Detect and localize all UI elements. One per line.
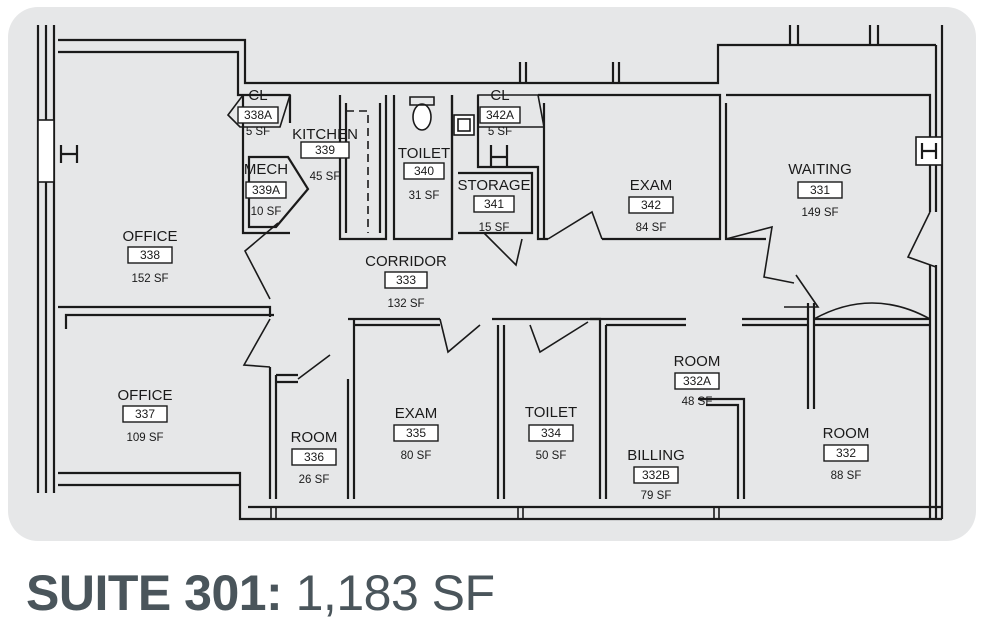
fixtures: [59, 96, 509, 167]
room-area: 149 SF: [801, 207, 838, 219]
room-label-342a: CL 342A 5 SF: [479, 87, 521, 138]
room-name: CL: [490, 87, 509, 104]
room-number-box: [403, 162, 445, 180]
room-area: 45 SF: [310, 171, 341, 183]
room-area: 79 SF: [641, 490, 672, 502]
room-number-box: [127, 246, 173, 264]
room-number-box: [237, 106, 279, 124]
room-label-339a: MECH 339A 10 SF: [244, 161, 288, 218]
room-number: 342: [641, 198, 661, 212]
room-number: 340: [414, 164, 434, 178]
room-area: 152 SF: [131, 273, 168, 285]
room-name: WAITING: [788, 161, 852, 178]
room-label-341: STORAGE 341 15 SF: [457, 177, 530, 234]
room-name: OFFICE: [123, 228, 178, 245]
room-number-box: [291, 448, 337, 466]
room-area: 48 SF: [682, 396, 713, 408]
room-number: 333: [396, 273, 416, 287]
room-label-332: ROOM 332 88 SF: [823, 425, 870, 482]
room-number: 337: [135, 407, 155, 421]
room-number-box: [245, 181, 287, 199]
room-label-333: CORRIDOR 333 132 SF: [365, 253, 447, 310]
room-area: 88 SF: [831, 470, 862, 482]
room-label-331: WAITING 331 149 SF: [788, 161, 852, 219]
room-label-337: OFFICE 337 109 SF: [118, 387, 173, 444]
room-name: TOILET: [398, 145, 450, 162]
room-number-box: [122, 405, 168, 423]
room-name: MECH: [244, 161, 288, 178]
room-name: EXAM: [395, 405, 438, 422]
room-label-335: EXAM 335 80 SF: [393, 405, 439, 462]
room-name: ROOM: [291, 429, 338, 446]
room-label-336: ROOM 336 26 SF: [291, 429, 338, 486]
room-area: 31 SF: [409, 190, 440, 202]
room-area: 84 SF: [636, 222, 667, 234]
room-area: 50 SF: [536, 450, 567, 462]
room-name: STORAGE: [457, 177, 530, 194]
room-name: CL: [248, 87, 267, 104]
room-label-342: EXAM 342 84 SF: [628, 177, 674, 234]
room-number-box: [479, 106, 521, 124]
suite-area: 1,183 SF: [295, 565, 495, 621]
room-number: 338A: [244, 108, 272, 122]
room-area: 10 SF: [251, 206, 282, 218]
room-number-box: [823, 444, 869, 462]
column-mid: [489, 145, 509, 167]
room-number-box: [473, 195, 515, 213]
room-name: ROOM: [823, 425, 870, 442]
room-number-box: [633, 466, 679, 484]
room-number-box: [528, 424, 574, 442]
room-number: 334: [541, 426, 561, 440]
room-number-box: [393, 424, 439, 442]
room-area: 5 SF: [488, 126, 512, 138]
room-name: EXAM: [630, 177, 673, 194]
room-label-338a: CL 338A 5 SF: [237, 87, 279, 138]
room-area: 26 SF: [299, 474, 330, 486]
room-name: KITCHEN: [292, 126, 358, 143]
room-number-box: [628, 196, 674, 214]
room-number: 332: [836, 446, 856, 460]
column-left-h: [59, 145, 79, 163]
room-label-334: TOILET 334 50 SF: [525, 404, 577, 462]
room-name: ROOM: [674, 353, 721, 370]
room-label-340: TOILET 340 31 SF: [398, 145, 450, 202]
suite-label: SUITE 301:: [26, 565, 283, 621]
suite-title: SUITE 301: 1,183 SF: [26, 568, 495, 618]
room-number: 331: [810, 183, 830, 197]
column-left: [37, 119, 55, 183]
room-name: TOILET: [525, 404, 577, 421]
room-name: CORRIDOR: [365, 253, 447, 270]
room-number: 332B: [642, 468, 670, 482]
room-number: 336: [304, 450, 324, 464]
room-number: 342A: [486, 108, 514, 122]
room-number-box: [674, 372, 720, 390]
room-label-332a: ROOM 332A 48 SF: [674, 353, 721, 408]
room-area: 15 SF: [479, 222, 510, 234]
room-area: 5 SF: [246, 126, 270, 138]
room-label-332b: BILLING 332B 79 SF: [627, 447, 685, 502]
room-number: 335: [406, 426, 426, 440]
room-area: 109 SF: [126, 432, 163, 444]
room-number: 332A: [683, 374, 711, 388]
room-number: 338: [140, 248, 160, 262]
walls: [36, 25, 944, 521]
room-name: BILLING: [627, 447, 685, 464]
room-name: OFFICE: [118, 387, 173, 404]
room-number: 339: [315, 143, 335, 157]
room-number-box: [300, 141, 350, 159]
room-area: 132 SF: [387, 298, 424, 310]
room-number: 341: [484, 197, 504, 211]
room-area: 80 SF: [401, 450, 432, 462]
sink-fixture: [453, 114, 475, 136]
room-label-338: OFFICE 338 152 SF: [123, 228, 178, 285]
toilet-fixture: [412, 103, 432, 131]
room-number: 339A: [252, 183, 280, 197]
room-number-box: [384, 271, 428, 289]
room-number-box: [797, 181, 843, 199]
